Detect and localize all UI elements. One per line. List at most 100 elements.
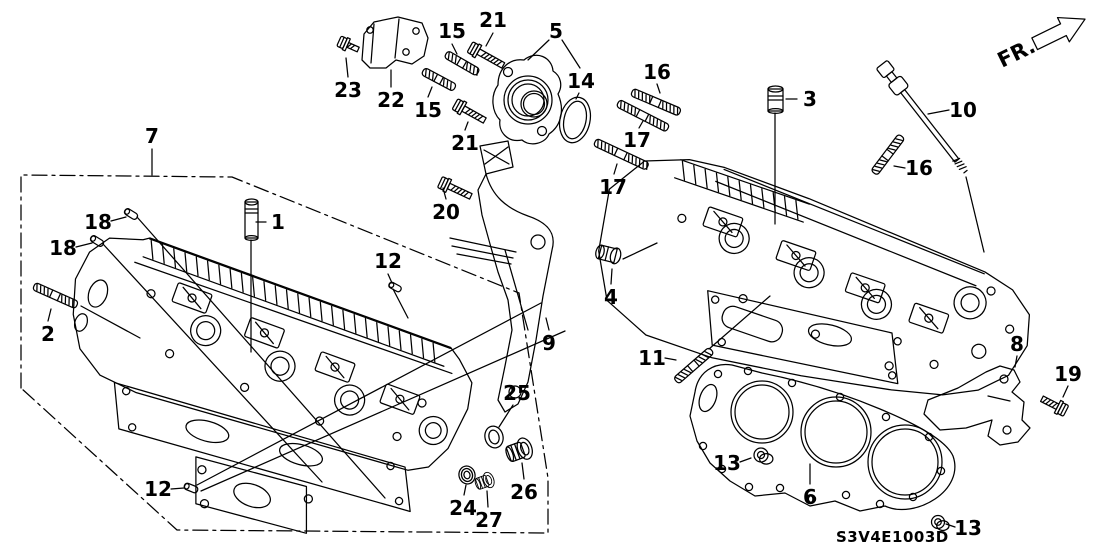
head-front-body xyxy=(72,237,473,534)
part-12-pin xyxy=(183,482,199,494)
part-12-pin xyxy=(388,281,402,293)
leader-line xyxy=(486,490,489,508)
part-3-guide xyxy=(767,85,784,115)
callout-13: 13 xyxy=(954,516,982,540)
part-4-plug xyxy=(595,244,622,265)
reference-line xyxy=(965,176,985,253)
callout-11: 11 xyxy=(638,346,666,370)
callout-25: 25 xyxy=(503,381,531,405)
leader-line xyxy=(170,487,185,490)
part-16-stud xyxy=(871,134,905,175)
part-11-stud xyxy=(674,347,714,384)
part-19-bolt xyxy=(1039,395,1069,417)
callout-21: 21 xyxy=(451,131,479,155)
callout-12: 12 xyxy=(144,477,172,501)
leader-line xyxy=(613,163,618,175)
leader-line xyxy=(945,523,956,528)
head-gasket xyxy=(689,363,956,512)
callout-3: 3 xyxy=(803,87,817,111)
part-27-cap xyxy=(474,471,495,490)
part-17-stud xyxy=(616,99,670,132)
callout-22: 22 xyxy=(377,88,405,112)
part-21-bolt xyxy=(452,98,487,124)
leader-line xyxy=(610,268,613,285)
cylinder-head-rear xyxy=(598,158,1031,396)
callout-19: 19 xyxy=(1054,362,1082,386)
callout-15: 15 xyxy=(414,98,442,122)
callout-18: 18 xyxy=(84,210,112,234)
part-15-stud xyxy=(421,67,457,91)
part-25-seal xyxy=(484,425,504,449)
part-2-stud xyxy=(32,282,79,309)
part-14-oring xyxy=(558,96,592,144)
reference-line xyxy=(392,288,409,319)
part-26-cap xyxy=(505,437,533,463)
callout-8: 8 xyxy=(1010,332,1024,356)
leader-line xyxy=(561,39,581,69)
diagram-code: S3V4E1003D xyxy=(836,528,949,546)
leader-line xyxy=(498,404,514,428)
fr-arrow-icon xyxy=(1031,16,1086,51)
callout-13: 13 xyxy=(713,451,741,475)
callout-24: 24 xyxy=(449,496,477,520)
callout-27: 27 xyxy=(475,508,503,532)
part-18-pin xyxy=(123,208,139,220)
leader-line xyxy=(451,43,458,55)
part-18-pin xyxy=(89,235,105,247)
callout-4: 4 xyxy=(604,285,618,309)
leader-line xyxy=(739,457,752,463)
part-22-bracket xyxy=(361,16,429,69)
callout-7: 7 xyxy=(145,124,159,148)
part-15-stud xyxy=(444,51,480,76)
part-17-stud xyxy=(593,138,649,171)
view-boundary-7 xyxy=(20,174,549,534)
callout-17: 17 xyxy=(599,175,627,199)
part-10-bolt xyxy=(876,60,968,174)
part-24-seal xyxy=(458,465,476,485)
leader-line xyxy=(664,357,677,361)
callout-6: 6 xyxy=(803,485,817,509)
callout-15: 15 xyxy=(438,19,466,43)
fr-arrow: FR. xyxy=(994,16,1086,72)
cylinder-head-front xyxy=(72,237,473,534)
reference-line xyxy=(80,305,141,339)
part-9-bracket xyxy=(449,140,554,413)
reference-line xyxy=(102,243,323,483)
part-21-bolt xyxy=(467,41,506,69)
small-parts xyxy=(32,16,1069,532)
part-8-bracket xyxy=(923,365,1031,446)
leader-line xyxy=(545,317,550,331)
leader-line xyxy=(1014,355,1018,368)
callout-10: 10 xyxy=(949,98,977,122)
head-rear-body xyxy=(598,158,1031,396)
leader-line xyxy=(927,109,950,115)
callout-21: 21 xyxy=(479,8,507,32)
leader-line xyxy=(427,86,433,98)
leader-line xyxy=(485,32,494,47)
leader-line xyxy=(463,484,467,496)
leader-line xyxy=(527,39,550,61)
leader-line xyxy=(638,120,644,129)
reference-lines xyxy=(80,112,985,499)
reference-line xyxy=(136,216,386,499)
callout-17: 17 xyxy=(623,128,651,152)
callout-23: 23 xyxy=(334,78,362,102)
callout-16: 16 xyxy=(643,60,671,84)
callout-9: 9 xyxy=(542,331,556,355)
part-5-passage xyxy=(492,54,563,145)
callout-18: 18 xyxy=(49,236,77,260)
reference-line xyxy=(196,302,542,486)
leader-line xyxy=(47,308,52,322)
gasket-outline xyxy=(689,363,956,512)
callout-2: 2 xyxy=(41,322,55,346)
leader-line xyxy=(464,121,469,131)
part-1-guide xyxy=(244,198,259,242)
callout-26: 26 xyxy=(510,480,538,504)
leader-line xyxy=(75,242,93,248)
leader-line xyxy=(893,165,906,169)
reference-line xyxy=(708,295,771,350)
reference-line xyxy=(622,242,658,260)
callout-14: 14 xyxy=(567,69,595,93)
